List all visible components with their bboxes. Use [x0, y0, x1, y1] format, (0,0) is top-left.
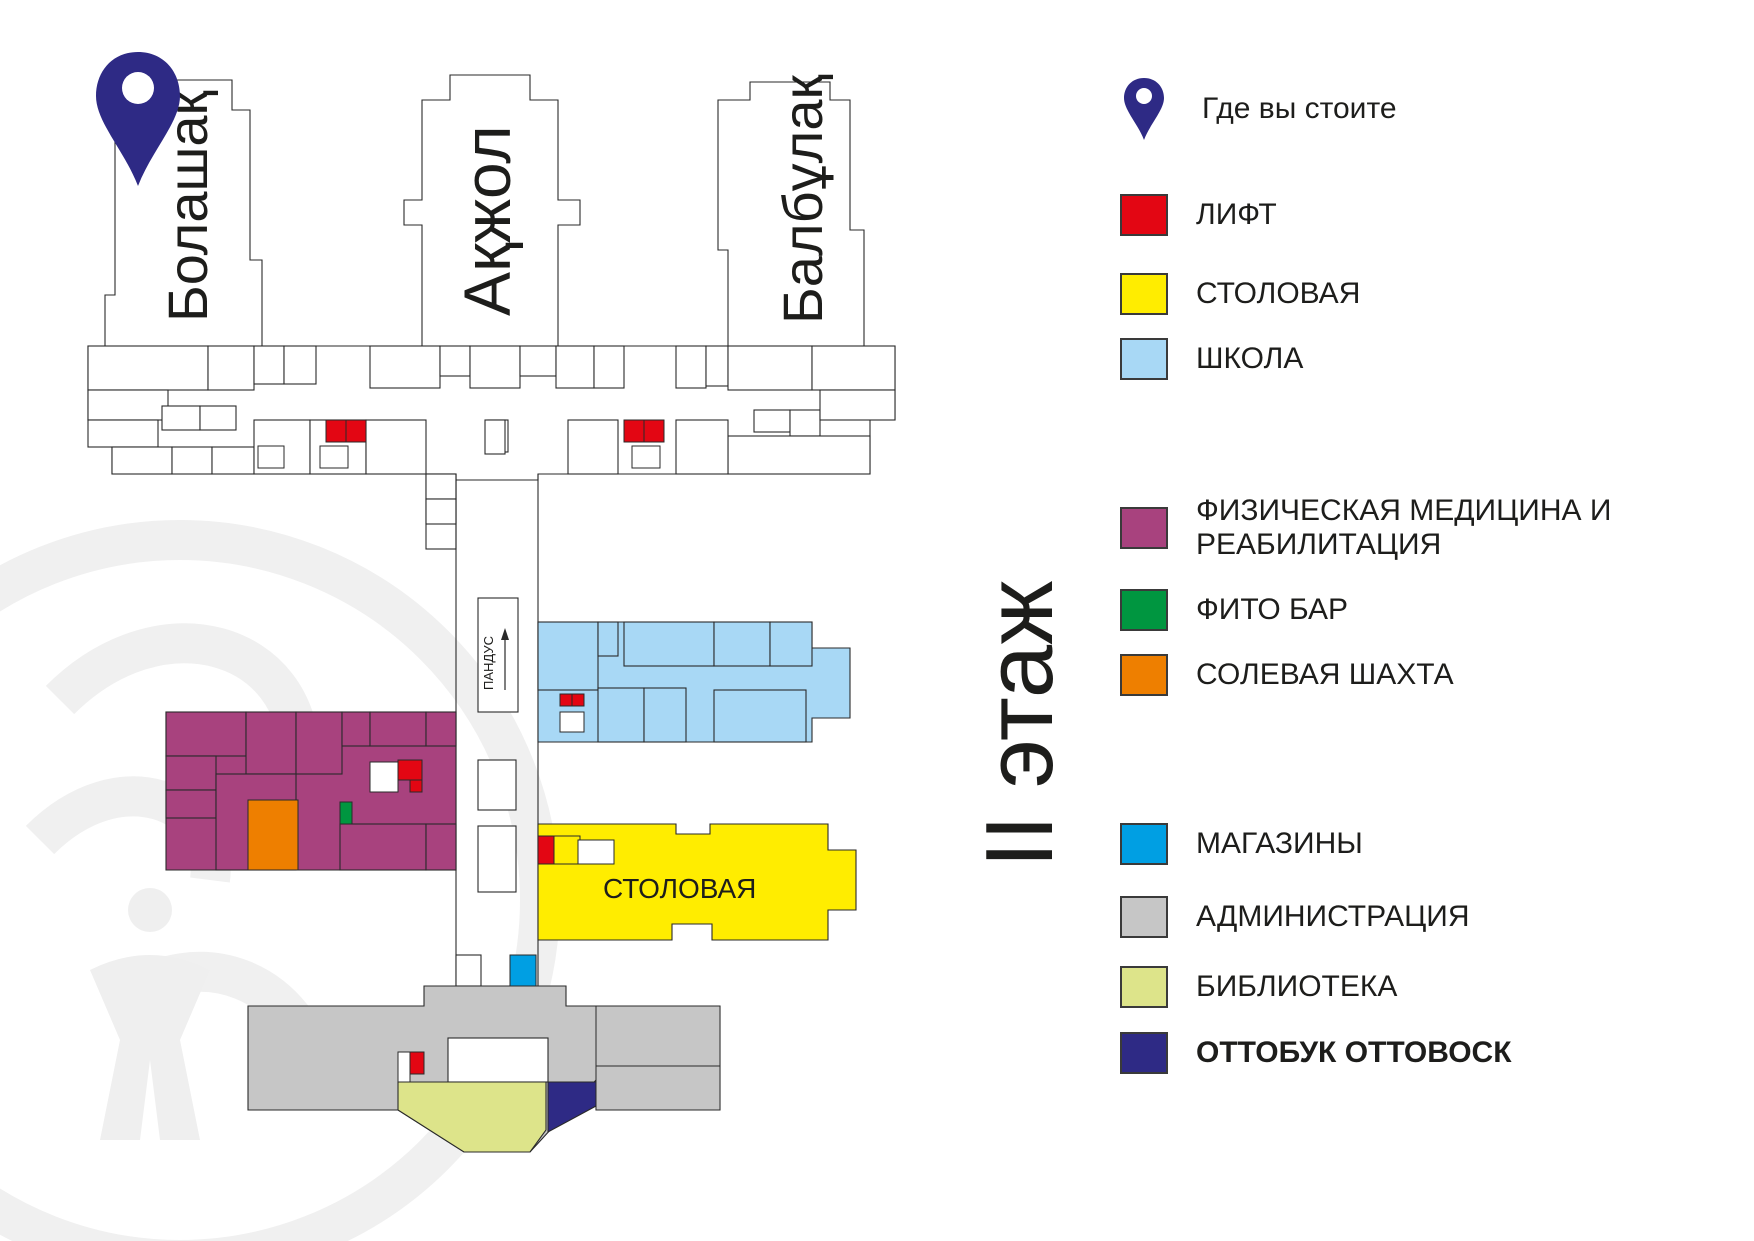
- block-balbulak: Балбұлақ: [717, 75, 865, 346]
- block-akzhol: Ақжол: [403, 74, 581, 346]
- swatch-salt-mine: [1120, 654, 1168, 696]
- school-wing: [537, 621, 851, 743]
- admin-library-wing: [247, 985, 721, 1153]
- legend-you-are-here: Где вы стоите: [1120, 76, 1397, 142]
- swatch-phyto-bar: [1120, 589, 1168, 631]
- legend-item-shops: МАГАЗИНЫ: [1120, 823, 1363, 865]
- ramp-label: ПАНДУС: [481, 636, 496, 690]
- floor-title-text: II этаж: [966, 581, 1072, 868]
- legend-item-salt-mine: СОЛЕВАЯ ШАХТА: [1120, 654, 1454, 696]
- canteen-map-label: СТОЛОВАЯ: [603, 873, 756, 904]
- swatch-elevator: [1120, 194, 1168, 236]
- central-corridor: ПАНДУС: [455, 419, 539, 987]
- floor-title: II этаж: [966, 581, 1072, 868]
- canteen-wing: СТОЛОВАЯ: [537, 823, 857, 941]
- you-are-here-marker[interactable]: [96, 52, 180, 186]
- swatch-ottobook: [1120, 1032, 1168, 1074]
- legend-item-ottobook: ОТТОБУК ОТТОВОСК: [1120, 1032, 1512, 1074]
- legend-label-canteen: СТОЛОВАЯ: [1196, 277, 1361, 310]
- legend-label-you-are-here: Где вы стоите: [1202, 92, 1397, 125]
- block-name-balbulak: Балбұлақ: [771, 75, 834, 324]
- legend-label-administration: АДМИНИСТРАЦИЯ: [1196, 900, 1470, 933]
- swatch-library: [1120, 966, 1168, 1008]
- legend-label-rehab: ФИЗИЧЕСКАЯ МЕДИЦИНА И РЕАБИЛИТАЦИЯ: [1196, 494, 1612, 561]
- legend-label-library: БИБЛИОТЕКА: [1196, 970, 1398, 1003]
- legend-label-elevator: ЛИФТ: [1196, 198, 1277, 231]
- rehab-wing: [165, 711, 457, 871]
- swatch-school: [1120, 338, 1168, 380]
- swatch-administration: [1120, 896, 1168, 938]
- legend-item-phyto-bar: ФИТО БАР: [1120, 589, 1348, 631]
- legend-label-school: ШКОЛА: [1196, 342, 1304, 375]
- block-name-akzhol: Ақжол: [450, 125, 524, 316]
- legend-item-school: ШКОЛА: [1120, 338, 1303, 380]
- legend-item-administration: АДМИНИСТРАЦИЯ: [1120, 896, 1470, 938]
- legend-item-rehab: ФИЗИЧЕСКАЯ МЕДИЦИНА И РЕАБИЛИТАЦИЯ: [1120, 494, 1666, 562]
- legend-label-ottobook: ОТТОБУК ОТТОВОСК: [1196, 1036, 1512, 1069]
- swatch-shops: [1120, 823, 1168, 865]
- legend: Где вы стоите ЛИФТ СТОЛОВАЯ ШКОЛА ФИЗИЧЕ…: [1120, 70, 1720, 1090]
- legend-item-elevator: ЛИФТ: [1120, 194, 1277, 236]
- legend-item-canteen: СТОЛОВАЯ: [1120, 273, 1360, 315]
- watermark-figure: [90, 888, 210, 1140]
- legend-label-salt-mine: СОЛЕВАЯ ШАХТА: [1196, 658, 1454, 691]
- swatch-rehab: [1120, 507, 1168, 549]
- swatch-canteen: [1120, 273, 1168, 315]
- legend-item-library: БИБЛИОТЕКА: [1120, 966, 1397, 1008]
- location-pin-icon: [1124, 78, 1164, 140]
- legend-label-phyto-bar: ФИТО БАР: [1196, 593, 1349, 626]
- legend-label-shops: МАГАЗИНЫ: [1196, 827, 1363, 860]
